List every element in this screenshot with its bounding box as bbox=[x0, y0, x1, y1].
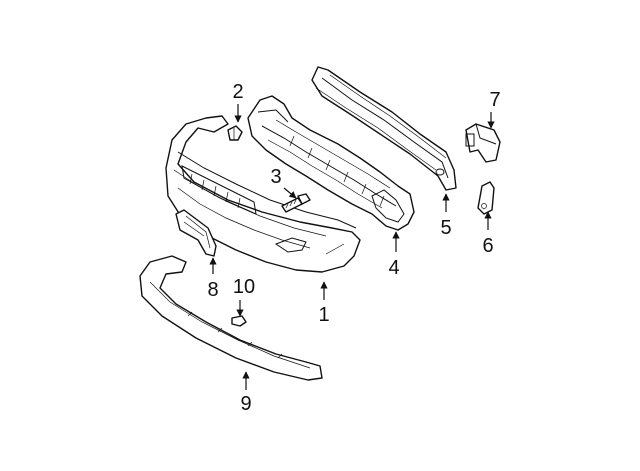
bracket-plate-part bbox=[175, 209, 217, 257]
side-retainer-part bbox=[477, 181, 495, 215]
clip-part bbox=[227, 125, 243, 141]
callout-number: 7 bbox=[489, 89, 500, 111]
bolt-part bbox=[281, 193, 311, 213]
callout-number: 2 bbox=[232, 81, 243, 103]
callout-5: 5 bbox=[440, 193, 452, 239]
bumper-cover-part bbox=[165, 115, 361, 273]
callout-number: 4 bbox=[388, 257, 399, 279]
nut-part bbox=[231, 315, 247, 327]
callout-number: 1 bbox=[318, 304, 329, 326]
callout-1: 1 bbox=[318, 281, 330, 326]
callout-3: 3 bbox=[270, 166, 297, 199]
callout-number: 5 bbox=[440, 217, 451, 239]
callout-6: 6 bbox=[482, 211, 494, 257]
callout-10: 10 bbox=[233, 276, 255, 317]
callout-number: 6 bbox=[482, 235, 493, 257]
callout-number: 10 bbox=[233, 276, 255, 298]
callout-2: 2 bbox=[232, 81, 244, 123]
callout-9: 9 bbox=[240, 371, 252, 415]
lower-spoiler-part bbox=[139, 255, 323, 381]
callout-number: 9 bbox=[240, 393, 251, 415]
callout-7: 7 bbox=[487, 89, 501, 129]
reinforcement-bar-part bbox=[311, 66, 457, 191]
callout-8: 8 bbox=[207, 257, 219, 301]
callout-number: 8 bbox=[207, 279, 218, 301]
mounting-bracket-part bbox=[465, 123, 501, 163]
callout-4: 4 bbox=[388, 231, 400, 279]
callout-number: 3 bbox=[270, 166, 281, 188]
energy-absorber-part bbox=[247, 95, 415, 231]
